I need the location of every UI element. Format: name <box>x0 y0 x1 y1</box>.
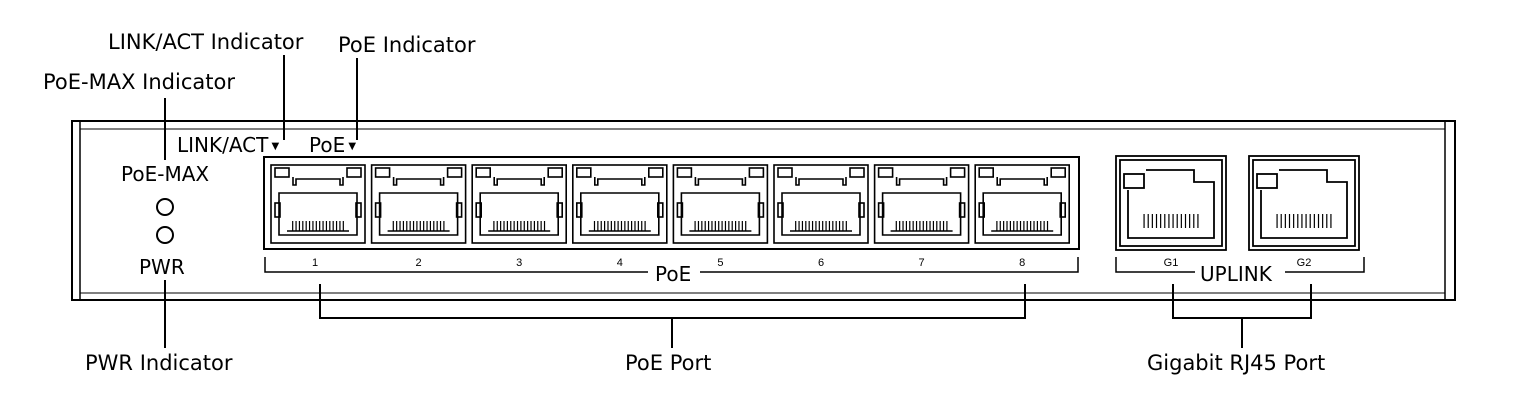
gigabit-port-callout: Gigabit RJ45 Port <box>1147 351 1326 375</box>
poe-port-number: 5 <box>717 257 723 269</box>
poe-port-number: 2 <box>416 257 422 269</box>
poe-port-2[interactable] <box>370 164 467 244</box>
poe-port-6[interactable] <box>773 164 869 244</box>
poe-port-number: 8 <box>1019 257 1025 269</box>
pwr-indicator-callout: PWR Indicator <box>85 351 233 375</box>
uplink-port-G1[interactable] <box>1115 155 1227 251</box>
uplink-port-number: G2 <box>1297 257 1312 269</box>
poe-port-number: 3 <box>516 257 522 269</box>
link-act-indicator-callout: LINK/ACT Indicator <box>108 30 304 54</box>
poe-max-indicator-callout: PoE-MAX Indicator <box>43 70 235 94</box>
poe-group-label: PoE <box>655 262 692 286</box>
poe-port-callout: PoE Port <box>625 351 712 375</box>
poe-port-number: 6 <box>818 257 824 269</box>
poe-port-1[interactable] <box>270 164 366 244</box>
pwr-label: PWR <box>139 255 185 279</box>
poe-port-5[interactable] <box>672 164 769 244</box>
poe-port-number: 1 <box>312 257 318 269</box>
uplink-port-number: G1 <box>1164 257 1179 269</box>
uplink-port-G2[interactable] <box>1248 155 1360 251</box>
uplink-group-label: UPLINK <box>1200 262 1272 286</box>
poe-port-7[interactable] <box>873 164 970 244</box>
poe-max-label: PoE-MAX <box>121 162 210 186</box>
poe-indicator-callout: PoE Indicator <box>338 33 476 57</box>
poe-port-4[interactable] <box>571 164 668 244</box>
poe-port-number: 4 <box>617 257 623 269</box>
poe-port-3[interactable] <box>471 164 568 244</box>
link-act-label: LINK/ACT ▼ <box>177 133 280 157</box>
poe-port-8[interactable] <box>974 164 1071 244</box>
pwr-led <box>156 226 174 244</box>
poe-port-number: 7 <box>919 257 925 269</box>
poe-max-led <box>156 198 174 216</box>
poe-label: PoE ▼ <box>309 133 357 157</box>
